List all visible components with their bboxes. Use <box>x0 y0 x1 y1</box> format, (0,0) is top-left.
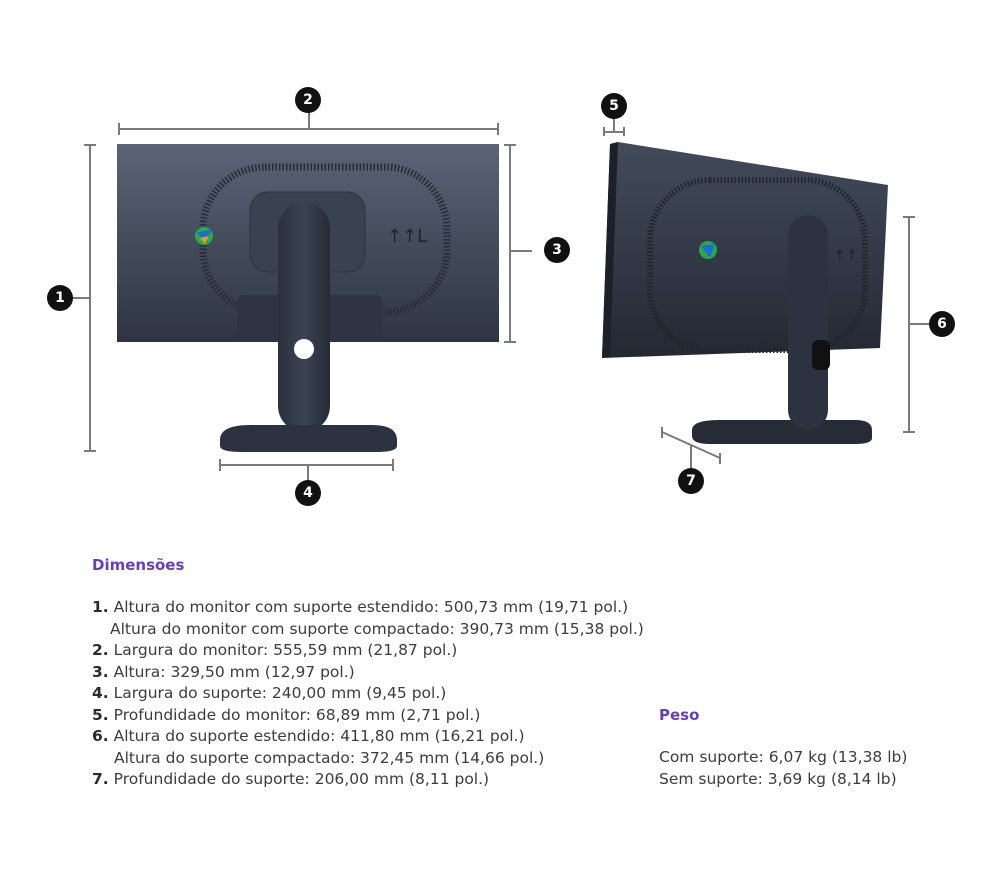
spec-number: 4. <box>92 684 109 702</box>
weight-with-stand: Com suporte: 6,07 kg (13,38 lb) <box>659 748 908 766</box>
weight-without-stand: Sem suporte: 3,69 kg (8,14 lb) <box>659 769 897 788</box>
spec-text: Altura do monitor com suporte compactado… <box>110 619 644 638</box>
dimension-line-2 <box>118 128 499 130</box>
spec-number: 5. <box>92 705 109 724</box>
callout-badge-3: 3 <box>544 237 570 263</box>
spec-number: 1. <box>92 598 109 616</box>
svg-text:↑↑: ↑↑ <box>834 248 857 264</box>
spec-item-4: 4. Largura do suporte: 240,00 mm (9,45 p… <box>92 683 644 705</box>
spec-text: Altura do monitor com suporte estendido:… <box>113 598 629 616</box>
dimension-tick <box>497 123 499 135</box>
callout-badge-4: 4 <box>295 480 321 506</box>
dimension-line-4 <box>219 464 394 466</box>
spec-item-1: 1. Altura do monitor com suporte estendi… <box>92 597 644 619</box>
spec-text: Profundidade do suporte: 206,00 mm (8,11… <box>113 770 490 788</box>
spec-text: Profundidade do monitor: 68,89 mm (2,71 … <box>113 705 481 724</box>
dimensions-heading: Dimensões <box>92 556 185 574</box>
dimension-line-5 <box>603 131 625 133</box>
weight-list: Com suporte: 6,07 kg (13,38 lb) Sem supo… <box>659 747 907 790</box>
spec-item-5: 5. Profundidade do monitor: 68,89 mm (2,… <box>92 705 644 727</box>
spec-item-6b: Altura do suporte compactado: 372,45 mm … <box>92 748 644 770</box>
spec-text: Largura do monitor: 555,59 mm (21,87 pol… <box>113 641 458 659</box>
dimension-leader <box>307 465 309 481</box>
dimension-leader <box>909 323 929 325</box>
spec-text: Altura: 329,50 mm (12,97 pol.) <box>113 662 355 681</box>
dimension-leader <box>510 250 532 252</box>
spec-item-7: 7. Profundidade do suporte: 206,00 mm (8… <box>92 769 644 791</box>
dimension-leader <box>308 112 310 129</box>
spec-item-3: 3. Altura: 329,50 mm (12,97 pol.) <box>92 662 644 684</box>
callout-badge-7: 7 <box>678 468 704 494</box>
spec-number: 6. <box>92 727 109 745</box>
spec-item-6: 6. Altura do suporte estendido: 411,80 m… <box>92 726 644 748</box>
svg-text:↑↑L: ↑↑L <box>387 226 427 247</box>
dimension-tick <box>623 127 625 136</box>
spec-item-2: 2. Largura do monitor: 555,59 mm (21,87 … <box>92 640 644 662</box>
dimension-tick <box>118 123 120 135</box>
dimension-tick <box>84 144 96 146</box>
dimension-tick <box>84 450 96 452</box>
dimension-line-1 <box>89 144 91 452</box>
callout-badge-5: 5 <box>601 93 627 119</box>
dimension-tick <box>903 431 915 433</box>
callout-badge-2: 2 <box>295 87 321 113</box>
spec-number: 3. <box>92 662 109 681</box>
spec-item-1b: Altura do monitor com suporte compactado… <box>92 619 644 641</box>
dimensions-list: 1. Altura do monitor com suporte estendi… <box>92 597 644 791</box>
weight-heading: Peso <box>659 706 700 724</box>
spec-text: Largura do suporte: 240,00 mm (9,45 pol.… <box>113 684 447 702</box>
dimension-leader <box>72 297 90 299</box>
dimension-tick <box>504 341 516 343</box>
dimension-tick <box>392 459 394 471</box>
dimension-line-3 <box>509 144 511 342</box>
spec-number: 2. <box>92 641 109 659</box>
spec-number: 7. <box>92 770 109 788</box>
spec-text: Altura do suporte compactado: 372,45 mm … <box>114 748 545 767</box>
dimension-tick <box>504 144 516 146</box>
callout-badge-1: 1 <box>47 285 73 311</box>
dimension-tick <box>603 127 605 136</box>
dimension-tick <box>903 216 915 218</box>
monitor-side-illustration: ↑↑ <box>602 142 888 468</box>
dimension-tick <box>219 459 221 471</box>
monitor-rear-illustration: ↑↑L <box>117 144 499 452</box>
spec-text: Altura do suporte estendido: 411,80 mm (… <box>113 727 525 745</box>
callout-badge-6: 6 <box>929 311 955 337</box>
dimension-leader <box>613 118 615 132</box>
